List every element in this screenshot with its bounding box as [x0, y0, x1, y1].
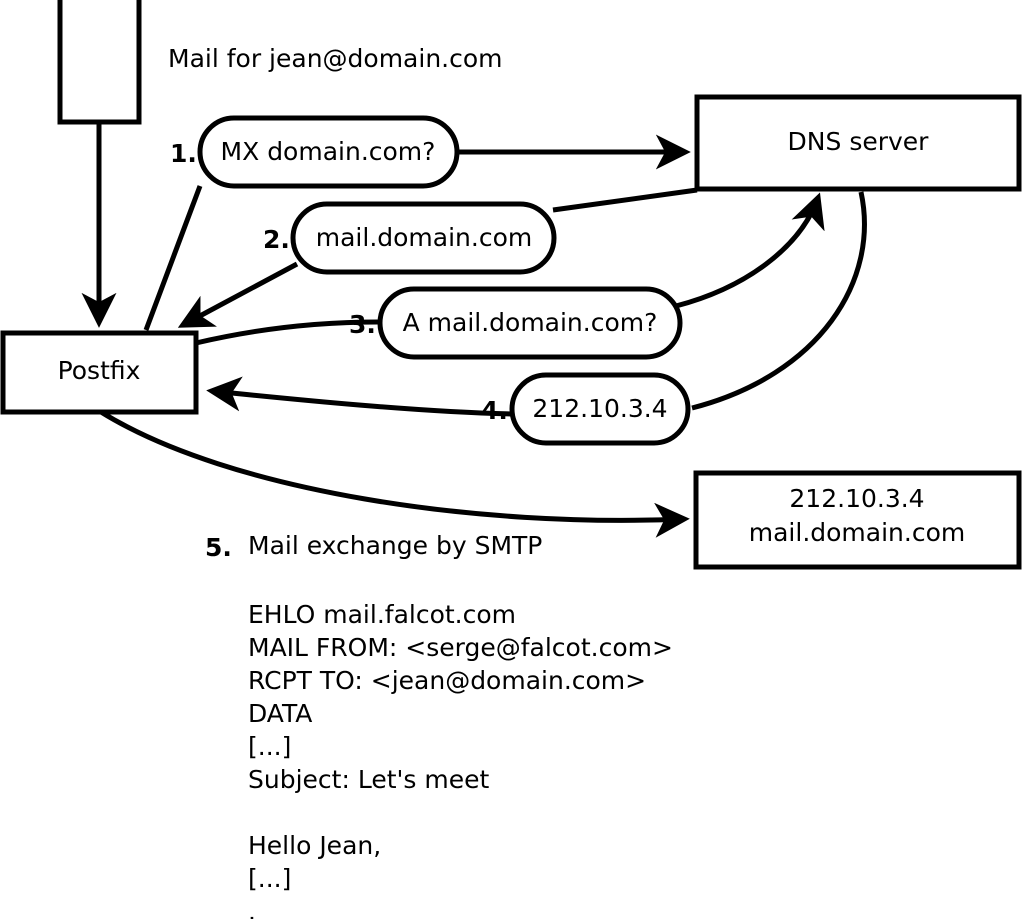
node-remote-mail-server[interactable]	[693, 470, 1022, 570]
step-4-number: 4.	[481, 396, 508, 425]
transcript-line: Hello Jean,	[248, 831, 382, 860]
edge-step2-dns-to-bubble	[552, 187, 698, 213]
node-dns-server[interactable]	[694, 94, 1022, 192]
node-remote-ip-label: 212.10.3.4	[789, 484, 924, 513]
step-5-label: Mail exchange by SMTP	[248, 531, 543, 560]
bubble-step1[interactable]	[197, 115, 460, 189]
bubble-step2-label: mail.domain.com	[316, 223, 532, 252]
transcript-line: EHLO mail.falcot.com	[248, 600, 517, 629]
bubble-step4[interactable]	[509, 372, 691, 446]
transcript-line	[248, 796, 673, 829]
step-1-number: 1.	[170, 139, 197, 168]
node-remote-host-label: mail.domain.com	[749, 518, 965, 547]
transcript-line: RCPT TO: <jean@domain.com>	[248, 666, 647, 695]
step-3-number: 3.	[349, 310, 376, 339]
edge-step3-postfix-to-bubble	[195, 319, 379, 346]
node-postfix[interactable]	[0, 330, 199, 415]
node-dns-server-label: DNS server	[788, 127, 930, 156]
edge-step3-bubble-to-dns	[675, 192, 825, 309]
transcript-line: DATA	[248, 699, 313, 728]
transcript-line: Subject: Let's meet	[248, 765, 490, 794]
edge-step4-bubble-to-postfix	[206, 376, 513, 417]
edge-step2-bubble-to-postfix	[177, 261, 299, 328]
transcript-line: [...]	[248, 864, 292, 893]
step-5-number: 5.	[205, 533, 232, 562]
transcript-line: [...]	[248, 732, 292, 761]
bubble-step3-label: A mail.domain.com?	[403, 308, 658, 337]
mail-for-note: Mail for jean@domain.com	[168, 44, 503, 73]
bubble-step1-label: MX domain.com?	[221, 137, 436, 166]
edge-step5-postfix-to-remote	[99, 409, 690, 538]
transcript-line: MAIL FROM: <serge@falcot.com>	[248, 633, 673, 662]
transcript-line: .	[248, 897, 256, 919]
bubble-step3[interactable]	[377, 286, 683, 360]
edge-step4-dns-to-bubble	[691, 191, 867, 411]
node-mail-source[interactable]	[57, 0, 142, 125]
edge-step1-postfix-to-mx	[143, 185, 203, 331]
bubble-step4-label: 212.10.3.4	[532, 394, 667, 423]
step-2-number: 2.	[263, 225, 290, 254]
bubble-step2[interactable]	[290, 201, 557, 275]
node-postfix-label: Postfix	[58, 356, 141, 385]
